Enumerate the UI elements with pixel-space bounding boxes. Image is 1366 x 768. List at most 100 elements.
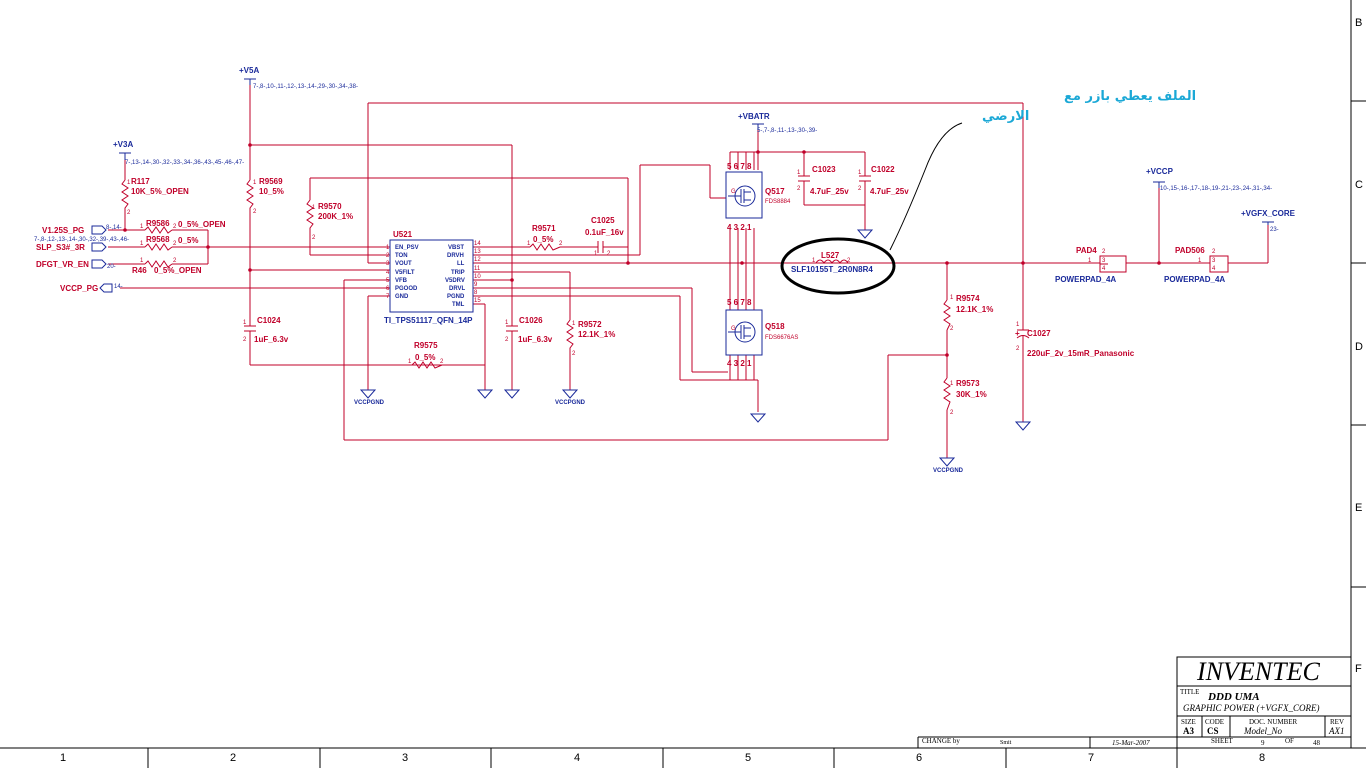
grid-row-b: B xyxy=(1355,17,1362,29)
powerpad-pad506: 34 12 PAD506 POWERPAD_4A xyxy=(1164,246,1229,284)
svg-text:1: 1 xyxy=(812,258,816,264)
svg-text:3: 3 xyxy=(1212,258,1216,264)
svg-text:VOUT: VOUT xyxy=(395,261,412,267)
capacitor-c1027: 1 2 + C1027 220uF_2v_15mR_Panasonic xyxy=(1015,320,1135,358)
svg-text:2: 2 xyxy=(858,186,862,192)
title-line2: GRAPHIC POWER (+VGFX_CORE) xyxy=(1183,703,1320,713)
svg-text:1: 1 xyxy=(253,180,257,186)
svg-text:1: 1 xyxy=(594,251,598,257)
r9570-ref: R9570 xyxy=(318,202,342,211)
port-vccppg-label: VCCP_PG xyxy=(60,284,98,293)
svg-text:1: 1 xyxy=(140,258,144,264)
c1022-ref: C1022 xyxy=(871,165,895,174)
svg-text:TRIP: TRIP xyxy=(451,270,465,276)
rail-vgfx-core: +VGFX_CORE 23- xyxy=(1241,209,1296,233)
r9573-value: 30K_1% xyxy=(956,390,987,399)
svg-text:2: 2 xyxy=(173,224,177,230)
rail-v5a: +V5A 7-,8-,10-,11-,12-,13-,14-,29-,30-,3… xyxy=(239,66,358,90)
ground-symbols: VCCPGND VCCPGND VCCPGND xyxy=(354,229,1032,474)
svg-text:2: 2 xyxy=(607,251,611,257)
grid-col-5: 5 xyxy=(745,752,751,764)
port-dfgt-label: DFGT_VR_EN xyxy=(36,260,89,269)
svg-text:1: 1 xyxy=(408,359,412,365)
company-name: INVENTEC xyxy=(1196,657,1320,686)
svg-text:G: G xyxy=(731,326,736,332)
mosfet-q518: G 5 6 7 8 4 3 2 1 Q518 FDS6676AS xyxy=(725,298,798,368)
svg-text:CS: CS xyxy=(1207,726,1219,736)
resistor-r9572: 12 R9572 12.1K_1% xyxy=(566,319,615,357)
l527-value: SLF10155T_2R0N8R4 xyxy=(791,265,873,274)
svg-text:6: 6 xyxy=(386,286,390,292)
port-slp-ref: 7-,8-,12-,13-,14-,30-,32-,39-,43-,46- xyxy=(34,237,129,243)
port-vccppg-ref: 14- xyxy=(114,284,123,290)
q518-part: FDS6676AS xyxy=(765,335,798,341)
svg-text:1: 1 xyxy=(140,241,144,247)
svg-text:2: 2 xyxy=(559,241,563,247)
svg-text:2: 2 xyxy=(1016,346,1020,352)
grid-col-1: 1 xyxy=(60,752,66,764)
svg-text:14: 14 xyxy=(474,241,481,247)
r9568-ref: R9568 xyxy=(146,235,170,244)
r9569-ref: R9569 xyxy=(259,177,283,186)
q517-ref: Q517 xyxy=(765,187,785,196)
svg-text:CODE: CODE xyxy=(1205,718,1224,726)
grid-row-e: E xyxy=(1355,502,1362,514)
svg-text:PGOOD: PGOOD xyxy=(395,286,418,292)
svg-text:TITLE: TITLE xyxy=(1180,688,1199,696)
port-slp-label: SLP_S3#_3R xyxy=(36,243,85,252)
svg-text:1: 1 xyxy=(1198,258,1202,264)
capacitor-c1022: 12 C1022 4.7uF_25v xyxy=(858,165,909,196)
svg-text:CHANGE by: CHANGE by xyxy=(922,737,960,745)
svg-text:1: 1 xyxy=(1016,322,1020,328)
svg-text:1: 1 xyxy=(312,205,316,211)
r9586-ref: R9586 xyxy=(146,219,170,228)
c1023-ref: C1023 xyxy=(812,165,836,174)
r117-ref: R117 xyxy=(131,177,150,186)
c1027-ref: C1027 xyxy=(1027,329,1051,338)
resistor-r9573: 12 R9573 30K_1% xyxy=(943,377,987,416)
svg-text:2: 2 xyxy=(797,186,801,192)
powerpad-pad4: 34 12 PAD4 POWERPAD_4A xyxy=(1055,246,1127,284)
q517-part: FDS8884 xyxy=(765,199,791,205)
svg-text:8: 8 xyxy=(474,290,478,296)
c1027-value: 220uF_2v_15mR_Panasonic xyxy=(1027,349,1135,358)
svg-text:EN_PSV: EN_PSV xyxy=(395,245,419,251)
svg-text:2: 2 xyxy=(847,258,851,264)
rail-vccp: +VCCP 10-,15-,16-,17-,18-,19-,21-,23-,24… xyxy=(1146,167,1272,192)
pad506-value: POWERPAD_4A xyxy=(1164,275,1225,284)
gnd-label-1: VCCPGND xyxy=(354,400,385,406)
pad4-value: POWERPAD_4A xyxy=(1055,275,1116,284)
r9569-value: 10_5% xyxy=(259,187,284,196)
svg-text:REV: REV xyxy=(1330,718,1344,726)
svg-text:AX1: AX1 xyxy=(1328,726,1345,736)
grid-row-f: F xyxy=(1355,663,1362,675)
svg-text:2: 2 xyxy=(386,253,390,259)
svg-text:2: 2 xyxy=(572,351,576,357)
resistor-r9570: 12 R9570 200K_1% xyxy=(306,199,353,241)
svg-text:VFB: VFB xyxy=(395,278,408,284)
svg-text:PGND: PGND xyxy=(447,294,465,300)
r9571-value: 0_5% xyxy=(533,235,553,244)
rail-vccp-label: +VCCP xyxy=(1146,167,1174,176)
grid-col-6: 6 xyxy=(916,752,922,764)
r9586-value: 0_5%_OPEN xyxy=(178,220,226,229)
r9571-ref: R9571 xyxy=(532,224,556,233)
c1026-value: 1uF_6.3v xyxy=(518,335,553,344)
arabic-annotation: الملف يعطي بازر مع الارضي xyxy=(889,89,1196,251)
svg-text:2: 2 xyxy=(505,337,509,343)
grid-col-8: 8 xyxy=(1259,752,1265,764)
r117-value: 10K_5%_OPEN xyxy=(131,187,189,196)
c1024-ref: C1024 xyxy=(257,316,281,325)
svg-text:Smit: Smit xyxy=(1000,740,1012,746)
svg-text:+: + xyxy=(1015,329,1020,338)
port-v125-ref: 8-,14- xyxy=(106,225,122,231)
rail-vbatr-ref: 5-,7-,8-,11-,13-,30-,39- xyxy=(757,128,817,134)
r46-ref: R46 xyxy=(132,266,147,275)
pad4-ref: PAD4 xyxy=(1076,246,1097,255)
r9572-value: 12.1K_1% xyxy=(578,330,615,339)
